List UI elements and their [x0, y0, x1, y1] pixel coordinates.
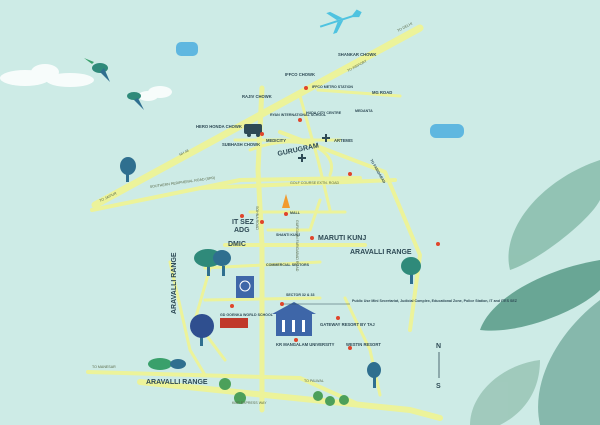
label-school: GD GOENKA WORLD SCHOOL — [220, 313, 274, 317]
compass-south: S — [436, 383, 441, 390]
label-rajiv-chowk: RAJIV CHOWK — [242, 94, 272, 99]
marker-westin — [348, 346, 352, 350]
road-inner-3 — [266, 198, 322, 232]
marker-iffco-metro — [304, 86, 308, 90]
road-sector — [203, 296, 322, 302]
tree-icon-bottom-left — [190, 314, 214, 346]
label-kr-mangalam: KR MANGALAM UNIVERSITY — [276, 342, 335, 347]
ambulance-icon — [244, 124, 262, 137]
label-huda: HUDA CITY CENTRE — [306, 111, 342, 115]
label-mg-road: MG ROAD — [372, 90, 392, 95]
label-maruti-kunj: MARUTI KUNJ — [318, 235, 366, 242]
label-gateway: GATEWAY RESORT BY TAJ — [320, 322, 375, 327]
label-aravalli-right: ARAVALLI RANGE — [350, 249, 412, 256]
label-adg: ADG — [234, 227, 250, 234]
plus-icon-gurugram — [298, 154, 306, 162]
label-iffco-metro: IFFCO METRO STATION — [312, 85, 353, 89]
label-it-sez: IT SEZ — [232, 219, 255, 226]
label-artemis: ARTEMIS — [334, 138, 353, 143]
marker-maruti-kunj — [310, 236, 314, 240]
tree-icon-left — [120, 157, 136, 182]
marker-sohna — [260, 220, 264, 224]
label-medanta: MEDANTA — [355, 109, 373, 113]
road-spr — [90, 176, 362, 212]
label-to-delhi: TO DELHI — [397, 22, 413, 33]
road-golf-course-ext — [198, 178, 397, 190]
leaf-decoration — [470, 160, 600, 425]
label-medicity: MEDICITY — [266, 138, 286, 143]
label-commercial: COMMERCIAL SECTORS — [266, 263, 310, 267]
project-building-icon — [282, 194, 290, 208]
marker-mall — [284, 212, 288, 216]
cloud-icon-right — [138, 86, 172, 101]
logo-badge — [236, 276, 254, 298]
road-gurugram-ring — [248, 140, 333, 177]
marker-huda — [298, 118, 302, 122]
bird-icon-1 — [84, 58, 110, 82]
plus-icon-artemis — [322, 134, 330, 142]
label-shankar-chowk: SHANKAR CHOWK — [338, 52, 376, 57]
road-to-manesar — [86, 370, 362, 407]
marker-artemis — [348, 172, 352, 176]
label-gurgaon-faridabad: GURGAON FARIDABAD ROAD — [295, 220, 299, 272]
marker-aravalli-right — [436, 242, 440, 246]
road-gurgaon-faridabad — [278, 130, 422, 332]
road-aravalli-left — [168, 260, 207, 377]
marker-it-sez — [240, 214, 244, 218]
marker-school — [230, 304, 234, 308]
label-shanti-kunj: SHANTI KUNJ — [276, 233, 300, 237]
label-aravalli-left: ARAVALLI RANGE — [171, 252, 178, 314]
marker-kr — [294, 338, 298, 342]
road-nh48 — [91, 24, 424, 209]
label-westin: WESTIN RESORT — [346, 342, 381, 347]
label-aravalli-bottom: ARAVALLI RANGE — [146, 379, 208, 386]
label-to-manesar: TO MANESAR — [92, 365, 116, 369]
label-sector: SECTOR 32 & 33 — [286, 293, 315, 297]
cloud-icon-left — [0, 64, 94, 87]
tree-icon-westin — [367, 362, 381, 388]
road-kmp — [137, 379, 443, 421]
label-nh48: NH 48 — [179, 149, 190, 157]
roads — [86, 24, 443, 421]
label-sohna-road: SOHNA ROAD — [255, 206, 259, 230]
label-subhash: SUBHASH CHOWK — [222, 142, 260, 147]
label-dmic: DMIC — [228, 241, 246, 248]
label-hero-honda: HERO HONDA CHOWK — [196, 124, 242, 129]
label-ryan-school: RYAN INTERNATIONAL SCHOOL — [270, 113, 327, 117]
bird-icon-2 — [127, 92, 144, 110]
label-kmp: KMP EXPRESS WAY — [232, 401, 267, 405]
label-to-jaipur: TO JAIPUR — [99, 191, 118, 203]
cloud-icon-blue-top — [176, 42, 198, 56]
shrub-icon-kmp — [219, 378, 349, 406]
label-iffco-chowk: IFFCO CHOWK — [285, 72, 315, 77]
road-mg — [316, 88, 402, 98]
school-building-icon — [220, 318, 248, 328]
cloud-icon-blue-right — [430, 124, 464, 138]
university-building-icon — [272, 302, 316, 336]
compass-north: N — [436, 343, 441, 350]
tree-icon-aravalli — [194, 249, 231, 276]
marker-public-use — [280, 302, 284, 306]
marker-medicity — [260, 132, 264, 136]
tree-icon-right — [401, 257, 421, 284]
compass: N S — [436, 343, 441, 390]
road-huda — [298, 94, 332, 212]
marker-gateway — [336, 316, 340, 320]
label-mall: MALL — [290, 211, 301, 215]
airplane-icon — [319, 9, 362, 35]
label-golf-course: GOLF COURSE EXTN. ROAD — [290, 181, 340, 185]
label-public-use: Public Use Mini Secretariat, Judicial Co… — [352, 299, 518, 303]
bush-icon-bottom-left — [148, 358, 186, 370]
label-gurugram: GURUGRAM — [277, 142, 320, 158]
label-to-palwal: TO PALWAL — [304, 379, 324, 383]
road-right-branch — [343, 296, 382, 397]
